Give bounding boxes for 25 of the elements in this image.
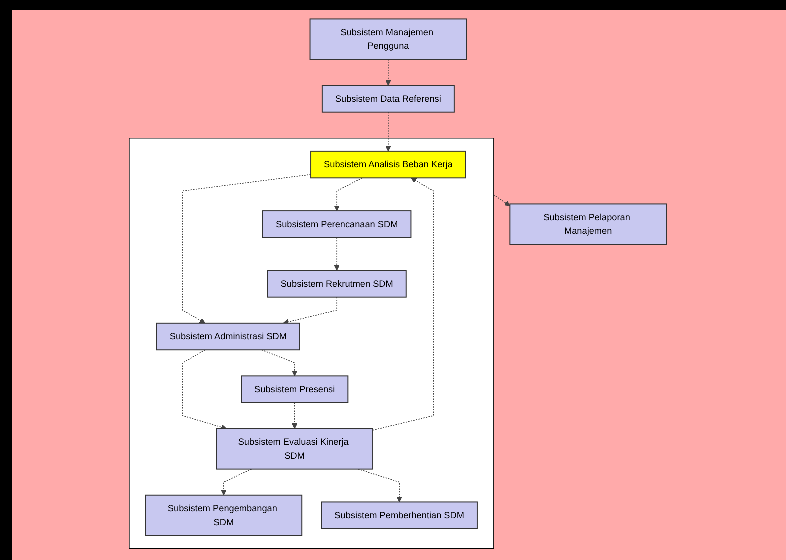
arrow bbox=[283, 296, 338, 325]
node-box: Subsistem Pemberhentian SDM bbox=[321, 502, 478, 530]
arrow bbox=[221, 468, 252, 496]
node-box: Subsistem Data Referensi bbox=[322, 85, 455, 113]
arrow bbox=[334, 178, 363, 212]
arrow bbox=[182, 174, 312, 324]
node-box: Subsistem Pelaporan Manajemen bbox=[510, 204, 667, 246]
arrow bbox=[334, 237, 340, 271]
arrow bbox=[292, 402, 298, 430]
arrow bbox=[493, 194, 510, 206]
node-box: Subsistem Analisis Beban Kerja bbox=[310, 150, 466, 179]
arrow bbox=[372, 178, 434, 431]
arrow bbox=[386, 59, 392, 86]
node-box: Subsistem Rekrutmen SDM bbox=[267, 270, 407, 298]
node-box: Subsistem Administrasi SDM bbox=[156, 322, 300, 351]
cluster bbox=[129, 138, 494, 550]
node-box: Subsistem Presensi bbox=[241, 376, 349, 404]
node-box: Subsistem Perencanaan SDM bbox=[262, 210, 412, 238]
arrow bbox=[358, 468, 402, 502]
node-box: Subsistem Manajemen Pengguna bbox=[310, 18, 468, 60]
arrow bbox=[182, 350, 228, 430]
arrow bbox=[386, 112, 392, 152]
node-box: Subsistem Evaluasi Kinerja SDM bbox=[216, 428, 374, 470]
arrow bbox=[262, 350, 298, 376]
node-box: Subsistem Pengembangan SDM bbox=[145, 494, 303, 536]
